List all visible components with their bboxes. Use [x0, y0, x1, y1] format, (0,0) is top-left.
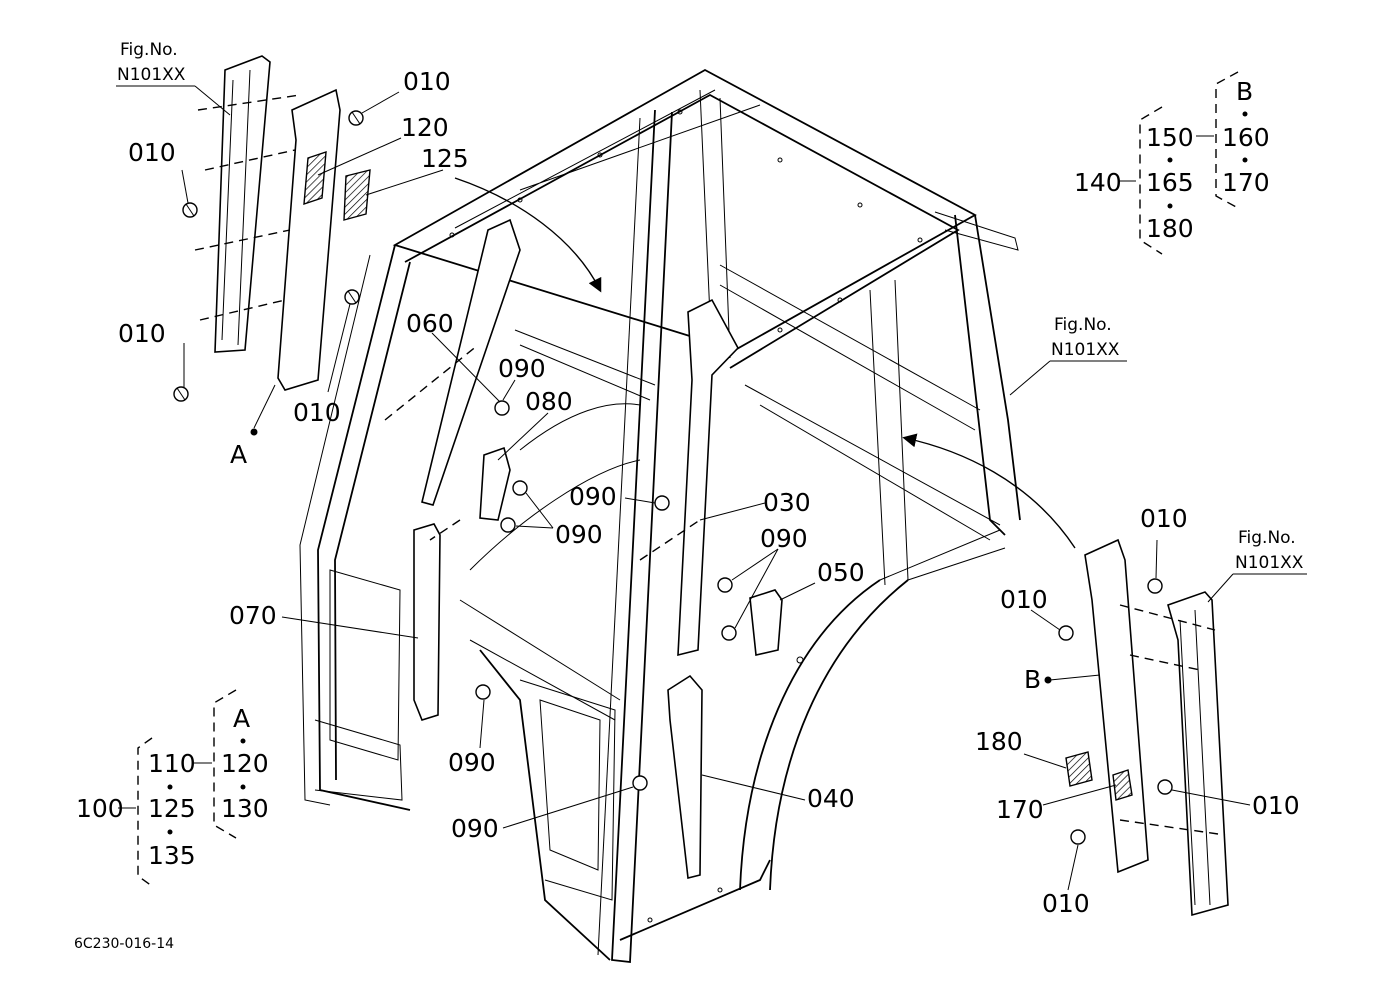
svg-text:N101XX: N101XX [1051, 340, 1120, 360]
callout-170: 170 [996, 795, 1044, 824]
arrow-right-panel [902, 433, 1076, 549]
callout-125: 125 [421, 144, 469, 173]
assembly-group-label: A [233, 704, 250, 733]
fig-reference: Fig.No. N101XX [1235, 528, 1304, 573]
svg-text:N101XX: N101XX [1235, 553, 1304, 573]
callout-010: 010 [128, 138, 176, 167]
bolt [173, 386, 189, 402]
bolt [632, 775, 648, 791]
callout-010: 010 [118, 319, 166, 348]
bolt [1070, 829, 1086, 845]
assembly-group-label: B [1236, 77, 1253, 106]
bolt [348, 110, 364, 126]
frame-holes [449, 109, 923, 923]
callout-010: 010 [403, 67, 451, 96]
callout-010: 010 [1042, 889, 1090, 918]
arrow-left-panel [454, 177, 602, 293]
bolts [173, 110, 1173, 845]
part-030 [677, 298, 739, 657]
callout-180: 180 [975, 727, 1023, 756]
bolt [512, 480, 528, 496]
assembly-child: 150 [1146, 123, 1194, 152]
callout-010: 010 [1140, 504, 1188, 533]
callout-050: 050 [817, 558, 865, 587]
fig-reference: Fig.No. N101XX [117, 40, 186, 85]
callout-030: 030 [763, 488, 811, 517]
callout-090: 090 [555, 520, 603, 549]
bolt [494, 400, 510, 416]
leader-lines [181, 91, 1251, 891]
bolt [1157, 779, 1173, 795]
assembly-child: 110 [148, 749, 196, 778]
assembly-child: 180 [1146, 214, 1194, 243]
assembly-child: 135 [148, 841, 196, 870]
bolt [500, 517, 516, 533]
assembly-group-item: 130 [221, 794, 269, 823]
assembly-group-item: 160 [1222, 123, 1270, 152]
right-panel-assembly [1065, 538, 1229, 917]
callout-090: 090 [498, 354, 546, 383]
assembly-tree-a: 100 110 125 135 A 120 130 [76, 689, 269, 887]
assembly-group-item: 170 [1222, 168, 1270, 197]
assembly-tree-b: 140 150 165 180 B 160 170 [1074, 71, 1270, 255]
drawing-id: 6C230-016-14 [74, 936, 174, 952]
bolt [717, 577, 733, 593]
svg-text:N101XX: N101XX [117, 65, 186, 85]
label-a: A [230, 440, 247, 469]
fig-reference: Fig.No. N101XX [1051, 315, 1120, 360]
assembly-root: 140 [1074, 168, 1122, 197]
callout-090: 090 [451, 814, 499, 843]
callout-010: 010 [293, 398, 341, 427]
callout-labels: 010 010 120 125 010 010 060 090 080 090 … [118, 67, 1300, 918]
bolt [1147, 578, 1163, 594]
callout-090: 090 [569, 482, 617, 511]
bolt [654, 495, 670, 511]
callout-080: 080 [525, 387, 573, 416]
part-040 [667, 674, 703, 879]
cab-frame [299, 68, 1021, 964]
assembly-group-item: 120 [221, 749, 269, 778]
bolt [475, 684, 491, 700]
part-080 [479, 446, 511, 521]
callout-090: 090 [448, 748, 496, 777]
callout-060: 060 [406, 309, 454, 338]
callout-010: 010 [1252, 791, 1300, 820]
svg-text:Fig.No.: Fig.No. [1238, 528, 1296, 548]
svg-text:Fig.No.: Fig.No. [120, 40, 178, 60]
label-b: B [1024, 665, 1041, 694]
callout-120: 120 [401, 113, 449, 142]
callout-040: 040 [807, 784, 855, 813]
callout-070: 070 [229, 601, 277, 630]
part-050 [749, 589, 783, 656]
svg-text:Fig.No.: Fig.No. [1054, 315, 1112, 335]
bolt [1058, 625, 1074, 641]
callout-090: 090 [760, 524, 808, 553]
assembly-root: 100 [76, 794, 124, 823]
bolt [721, 625, 737, 641]
bolt [182, 202, 198, 218]
bolt [344, 289, 360, 305]
callout-010: 010 [1000, 585, 1048, 614]
assembly-child: 165 [1146, 168, 1194, 197]
assembly-child: 125 [148, 794, 196, 823]
part-070 [413, 523, 441, 721]
left-panel-assembly [194, 55, 371, 391]
